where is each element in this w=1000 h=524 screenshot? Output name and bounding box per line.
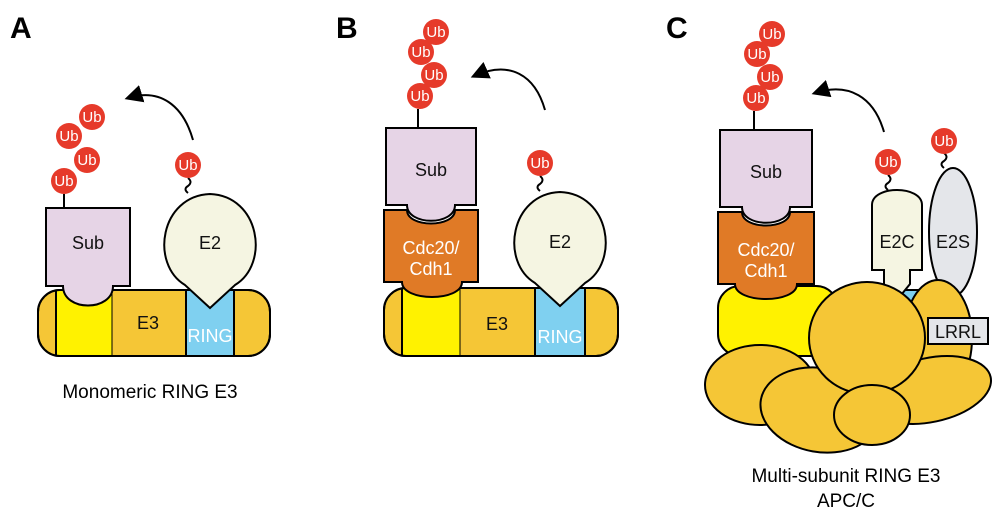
sub-label: Sub bbox=[750, 162, 782, 182]
transfer-arrow bbox=[470, 61, 546, 111]
ub-label: Ub bbox=[746, 90, 765, 107]
e3-label: E3 bbox=[137, 313, 159, 333]
ub-linker-squiggle bbox=[884, 174, 892, 191]
ub-chain-b: Ub Ub Ub Ub bbox=[407, 19, 449, 109]
ub-on-e2c bbox=[875, 149, 901, 175]
ub-chain-c: Ub Ub Ub Ub bbox=[743, 21, 785, 111]
ub-chain-a: Ub Ub Ub Ub bbox=[51, 104, 105, 194]
ub-label: Ub bbox=[762, 26, 781, 43]
cdc20-cdh1-b: Cdc20/ Cdh1 bbox=[383, 209, 479, 298]
e2s: E2S bbox=[928, 167, 978, 297]
substrate-c: Sub bbox=[719, 129, 813, 224]
e2s-label: E2S bbox=[936, 232, 970, 252]
e2c-label: E2C bbox=[879, 232, 914, 252]
transfer-arrow bbox=[811, 80, 885, 133]
ub-label: Ub bbox=[530, 155, 549, 172]
panel-a: A E3 RING Sub Ub Ub Ub bbox=[10, 12, 271, 403]
ub-label: Ub bbox=[878, 154, 897, 171]
e3-bar-b: E3 RING bbox=[383, 287, 619, 357]
ub-label: Ub bbox=[934, 133, 953, 150]
panel-c: C Cdc20/ Cdh1 Sub Ub Ub Ub Ub bbox=[666, 12, 993, 512]
substrate-b: Sub bbox=[385, 127, 477, 222]
lrrl-label: LRRL bbox=[935, 322, 981, 342]
ub-label: Ub bbox=[760, 69, 779, 86]
ub-label: Ub bbox=[54, 173, 73, 190]
ub-on-e2 bbox=[175, 152, 201, 178]
ub-label: Ub bbox=[411, 44, 430, 61]
cdc-label-line1: Cdc20/ bbox=[737, 240, 794, 260]
ub-label: Ub bbox=[178, 157, 197, 174]
ub-linker-squiggle bbox=[940, 152, 948, 169]
ub-label: Ub bbox=[77, 152, 96, 169]
ub-label: Ub bbox=[59, 128, 78, 145]
ub-linker-squiggle bbox=[536, 175, 544, 192]
ub-label: Ub bbox=[410, 88, 429, 105]
panel-b: B E3 RING Cdc20/ Cdh1 Sub bbox=[336, 12, 619, 357]
ring-label: RING bbox=[538, 327, 583, 347]
ub-on-e2 bbox=[527, 150, 553, 176]
cdc-label-line2: Cdh1 bbox=[409, 259, 452, 279]
ub-linker-squiggle bbox=[184, 177, 192, 194]
ub-on-e2s bbox=[931, 128, 957, 154]
caption-a: Monomeric RING E3 bbox=[62, 382, 237, 403]
e2-b: E2 bbox=[513, 190, 607, 308]
panel-letter-a: A bbox=[10, 12, 32, 45]
e2-label: E2 bbox=[549, 232, 571, 252]
substrate-a: Sub bbox=[45, 207, 131, 307]
panel-letter-b: B bbox=[336, 12, 358, 45]
e2-a: E2 bbox=[163, 192, 257, 310]
panel-letter-c: C bbox=[666, 12, 688, 45]
e2-label: E2 bbox=[199, 233, 221, 253]
ring-label: RING bbox=[188, 326, 233, 346]
caption-c-line2: APC/C bbox=[817, 491, 875, 512]
sub-label: Sub bbox=[415, 160, 447, 180]
cdc-label-line1: Cdc20/ bbox=[402, 238, 459, 258]
ub-label: Ub bbox=[82, 109, 101, 126]
transfer-arrow bbox=[124, 85, 194, 141]
e3-label: E3 bbox=[486, 314, 508, 334]
sub-label: Sub bbox=[72, 233, 104, 253]
ub-label: Ub bbox=[747, 46, 766, 63]
caption-c-line1: Multi-subunit RING E3 bbox=[751, 466, 940, 487]
lrrl-box: LRRL bbox=[927, 317, 989, 345]
cdc-label-line2: Cdh1 bbox=[744, 261, 787, 281]
cdc20-cdh1-c: Cdc20/ Cdh1 bbox=[717, 211, 815, 300]
ub-label: Ub bbox=[424, 67, 443, 84]
ub-label: Ub bbox=[426, 24, 445, 41]
